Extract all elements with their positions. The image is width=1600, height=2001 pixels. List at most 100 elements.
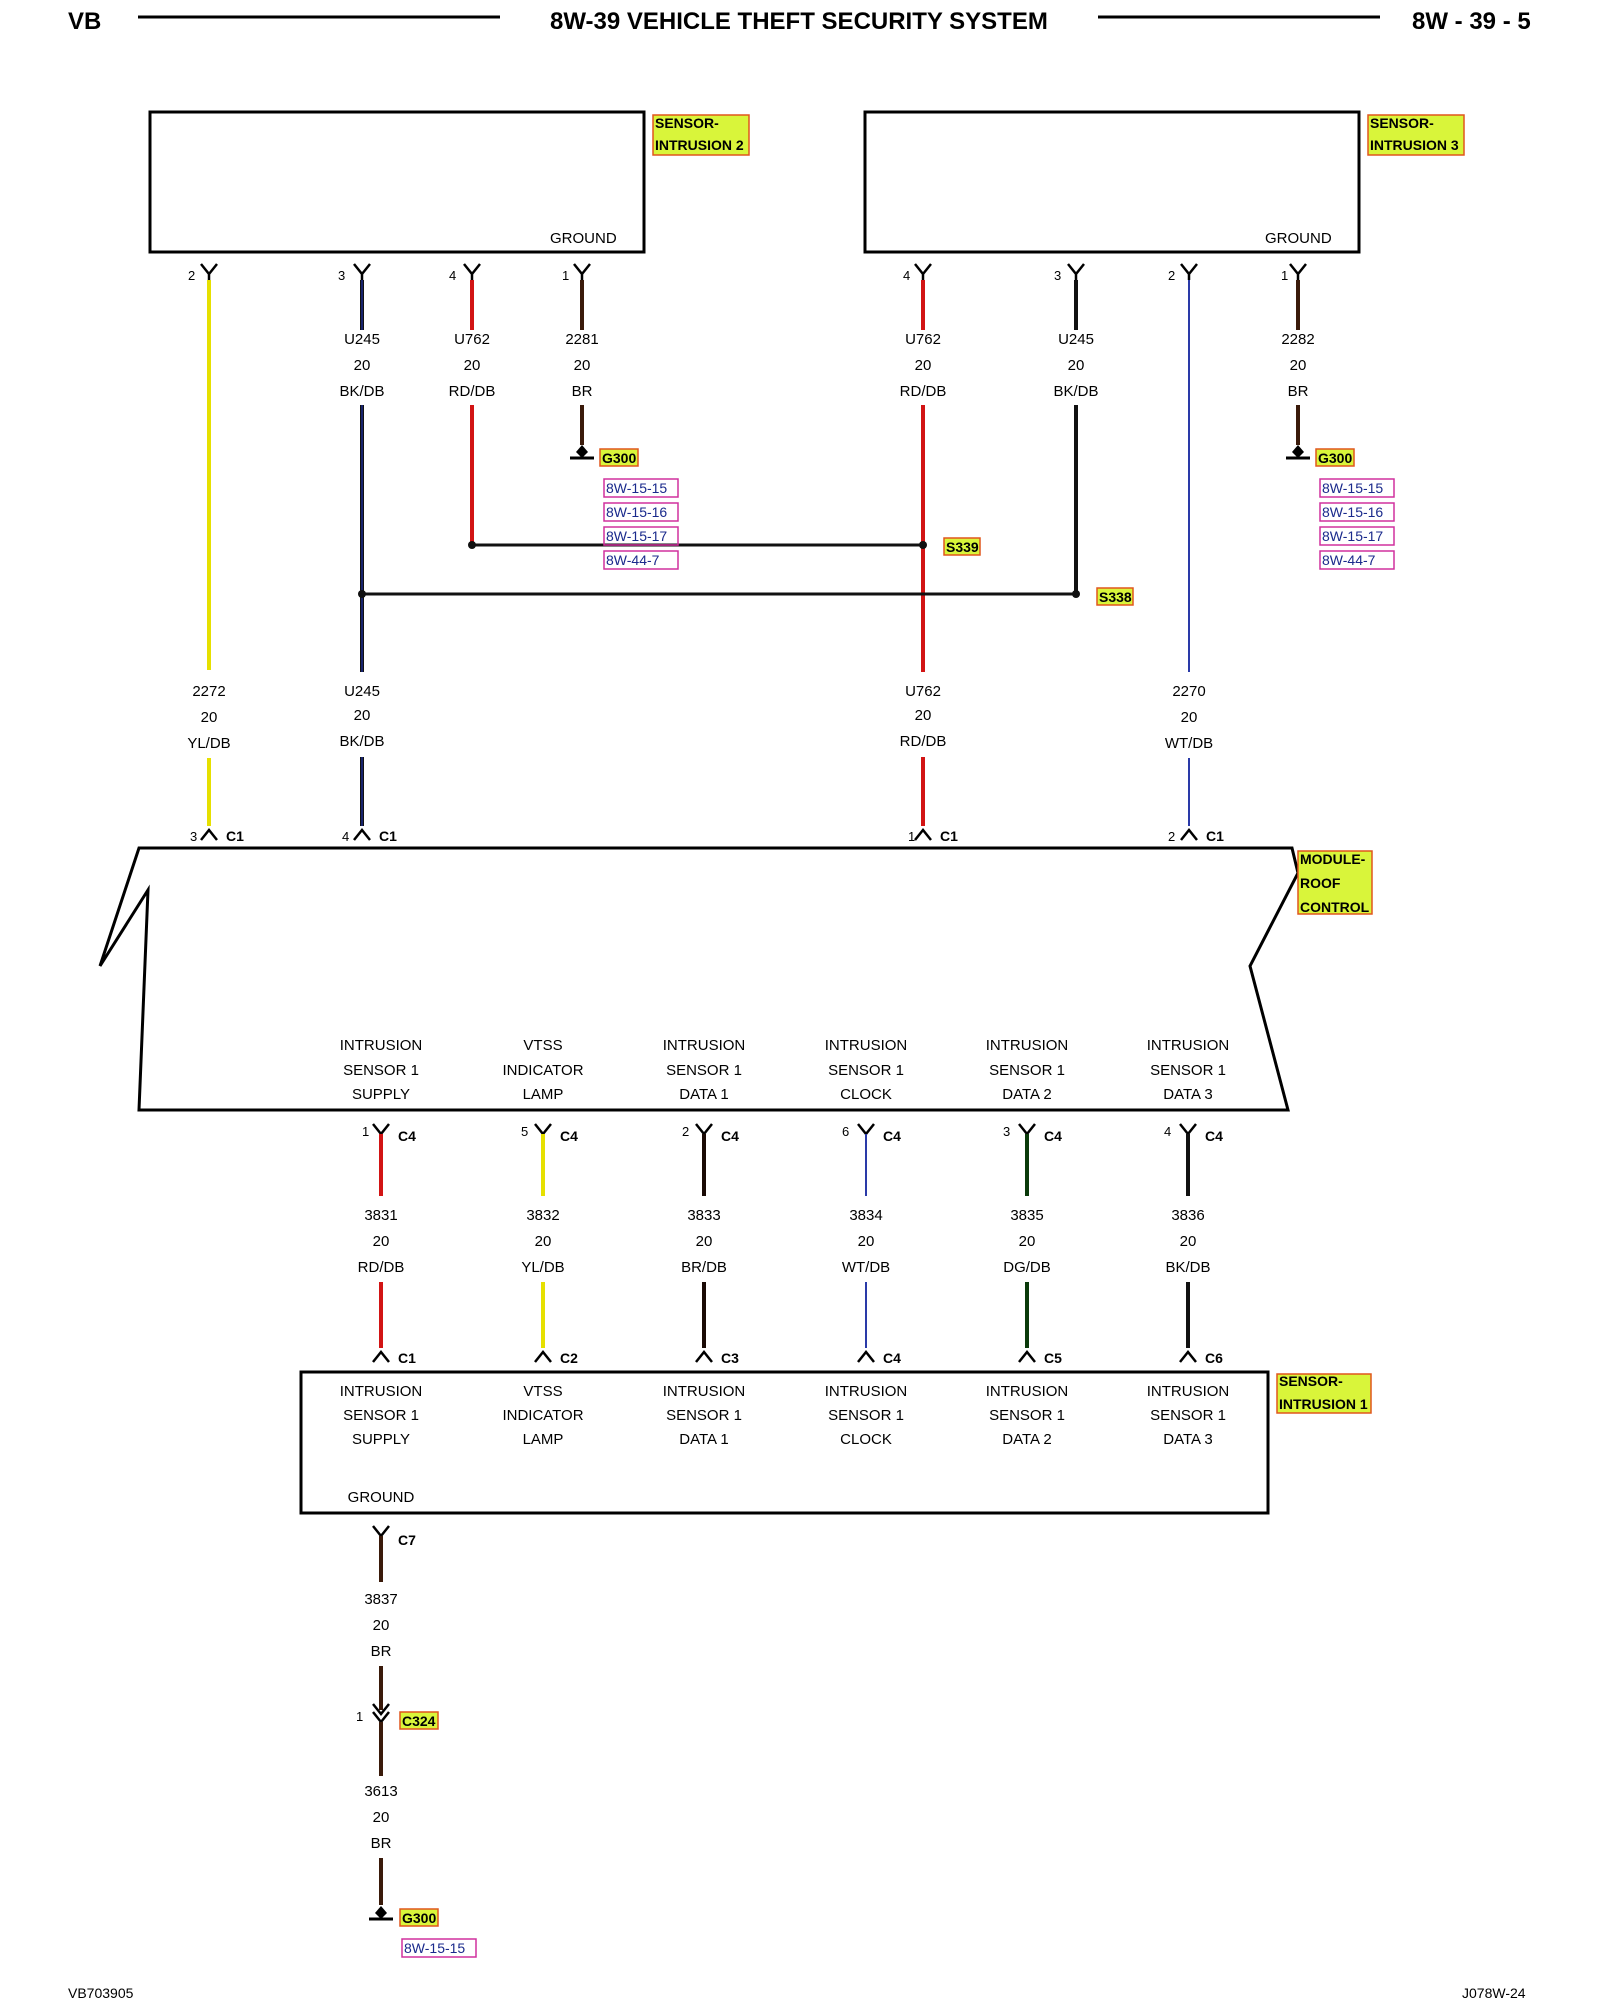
wire-gauge: 20 [1181, 709, 1198, 726]
wire-circuit: U762 [905, 683, 941, 700]
sensor3-ground-label: GROUND [1265, 230, 1332, 247]
ref-link[interactable]: 8W-15-15 [1322, 480, 1383, 496]
wire-gauge: 20 [1068, 357, 1085, 374]
sensor-intrusion-3: GROUND SENSOR- INTRUSION 3 [863, 110, 1465, 254]
footer-right: J078W-24 [1462, 1985, 1526, 2001]
sensor-connector-label: C2 [560, 1350, 578, 1366]
sensor1-name-1: SENSOR- [1279, 1373, 1343, 1389]
wire-color: RD/DB [900, 733, 947, 750]
g300-c-label: G300 [402, 1910, 436, 1926]
sensor2-pin-label: 1 [562, 268, 569, 283]
wire-color: BR [572, 383, 593, 400]
wire-color: BR [1288, 383, 1309, 400]
sensor2-name-2: INTRUSION 2 [655, 137, 744, 153]
sensor1-function-line1: INTRUSION [340, 1383, 423, 1400]
module-top-wire-labels: 2272 20 YL/DB U245 20 BK/DB U762 20 RD/D… [187, 683, 1213, 752]
wire-circuit: U245 [344, 683, 380, 700]
wire-color: BK/DB [1165, 1259, 1210, 1276]
ref-link[interactable]: 8W-44-7 [1322, 552, 1376, 568]
sensor1-function-line1: INTRUSION [825, 1383, 908, 1400]
sensor-connector-label: C6 [1205, 1350, 1223, 1366]
wire-color: YL/DB [521, 1259, 564, 1276]
splice-s338-label: S338 [1099, 589, 1132, 605]
sensor3-pin-label: 4 [903, 268, 910, 283]
wire-gauge: 20 [1019, 1233, 1036, 1250]
sensor1-function-line1: INTRUSION [1147, 1383, 1230, 1400]
wire-color: RD/DB [358, 1259, 405, 1276]
module-function-line1: INTRUSION [340, 1037, 423, 1054]
ref-link[interactable]: 8W-15-15 [404, 1940, 465, 1956]
ref-link[interactable]: 8W-44-7 [606, 552, 660, 568]
sensor1-function-line3: CLOCK [840, 1431, 892, 1448]
module-function-line1: INTRUSION [825, 1037, 908, 1054]
module-function-line2: SENSOR 1 [666, 1062, 742, 1079]
wire-gauge: 20 [373, 1809, 390, 1826]
inline-pin-label: 1 [356, 1709, 363, 1724]
ref-link[interactable]: 8W-15-17 [606, 528, 667, 544]
wire-gauge: 20 [574, 357, 591, 374]
wire-circuit: 3833 [687, 1207, 720, 1224]
ground-conn-label: C7 [398, 1532, 416, 1548]
connector-label: C1 [1206, 828, 1224, 844]
ref-link[interactable]: 8W-15-16 [606, 504, 667, 520]
wire-circuit: 2270 [1172, 683, 1205, 700]
module-function-line3: SUPPLY [352, 1086, 410, 1103]
wire-color: BK/DB [1053, 383, 1098, 400]
sensor2-name-1: SENSOR- [655, 115, 719, 131]
wire-gauge: 20 [1180, 1233, 1197, 1250]
sensor2-pin-label: 2 [188, 268, 195, 283]
top-wires [207, 280, 1300, 826]
sensor1-name-2: INTRUSION 1 [1279, 1396, 1368, 1412]
ref-link[interactable]: 8W-15-15 [606, 480, 667, 496]
wire-color: WT/DB [842, 1259, 890, 1276]
sensor1-function-line3: DATA 1 [679, 1431, 728, 1448]
module-roof-control: MODULE- ROOF CONTROL [98, 846, 1373, 1112]
wire-circuit: U245 [1058, 331, 1094, 348]
module-function-labels: INTRUSION SENSOR 1 SUPPLY VTSS INDICATOR… [340, 1037, 1230, 1103]
sensor3-name-1: SENSOR- [1370, 115, 1434, 131]
wire-gauge: 20 [373, 1233, 390, 1250]
module-function-line3: LAMP [523, 1086, 564, 1103]
inline-conn-label: C324 [402, 1713, 436, 1729]
module-function-line3: DATA 1 [679, 1086, 728, 1103]
header-left: VB [68, 8, 102, 35]
sensor1-function-line2: INDICATOR [502, 1407, 583, 1424]
wire-circuit: 2272 [192, 683, 225, 700]
pin-label: 5 [521, 1124, 528, 1139]
wire-circuit: 3832 [526, 1207, 559, 1224]
wire-circuit: U762 [905, 331, 941, 348]
module-function-line2: SENSOR 1 [1150, 1062, 1226, 1079]
wire-gauge: 20 [201, 709, 218, 726]
wire-color: RD/DB [900, 383, 947, 400]
sensor3-pin-label: 2 [1168, 268, 1175, 283]
module-function-line2: INDICATOR [502, 1062, 583, 1079]
ground-run: C7 3837 20 BR 1 C324 3613 20 BR G300 8W-… [356, 1525, 477, 1958]
wire-circuit: U762 [454, 331, 490, 348]
connector-label: C4 [1044, 1128, 1062, 1144]
sensor3-wire-labels: U762 20 RD/DB U245 20 BK/DB 2282 20 BR [900, 331, 1315, 400]
wire-gauge: 20 [373, 1617, 390, 1634]
sensor3-pins: 4 3 2 1 [903, 263, 1307, 283]
wire-gauge: 20 [535, 1233, 552, 1250]
wire-gauge: 20 [858, 1233, 875, 1250]
sensor1-ground-label: GROUND [348, 1489, 415, 1506]
bottom-wire-labels: 1 C4 3831 20 RD/DB C1 5 C4 3832 20 YL/DB… [358, 1124, 1223, 1366]
wire-gauge: 20 [1290, 357, 1307, 374]
wire-circuit: 3836 [1171, 1207, 1204, 1224]
ref-link[interactable]: 8W-15-17 [1322, 528, 1383, 544]
sensor1-function-line2: SENSOR 1 [343, 1407, 419, 1424]
footer-left: VB703905 [68, 1985, 134, 2001]
ground-g300-a: G300 8W-15-15 8W-15-16 8W-15-17 8W-44-7 [570, 445, 679, 570]
ref-link[interactable]: 8W-15-16 [1322, 504, 1383, 520]
wire-circuit: 3831 [364, 1207, 397, 1224]
module-function-line2: SENSOR 1 [989, 1062, 1065, 1079]
wire-gauge: 20 [915, 707, 932, 724]
wire-color: BK/DB [339, 383, 384, 400]
wire-gauge: 20 [464, 357, 481, 374]
sensor1-function-line2: SENSOR 1 [828, 1407, 904, 1424]
module-function-line2: SENSOR 1 [343, 1062, 419, 1079]
sensor2-pins: 2 3 4 1 [188, 263, 591, 283]
wire-color: DG/DB [1003, 1259, 1051, 1276]
connector-label: C4 [883, 1128, 901, 1144]
